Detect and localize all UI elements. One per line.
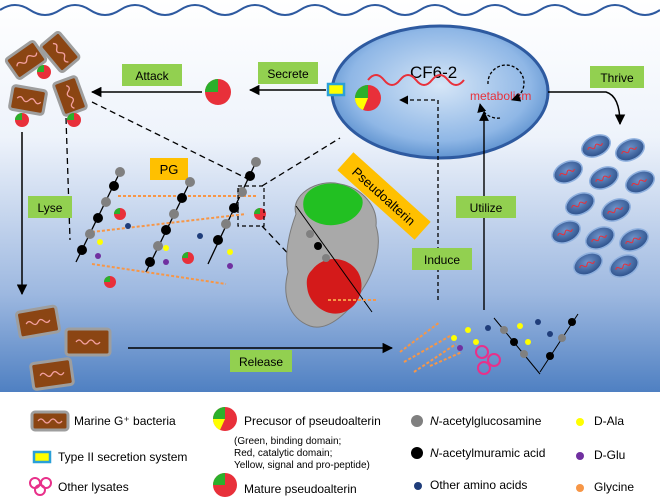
svg-text:Lyse: Lyse — [38, 201, 63, 215]
legend-d-glu-icon — [576, 452, 584, 460]
attack-label-box: Attack — [122, 64, 182, 86]
svg-text:Utilize: Utilize — [470, 201, 503, 215]
secretion-system-icon — [326, 82, 346, 97]
svg-text:Thrive: Thrive — [600, 71, 634, 85]
secrete-label-box: Secrete — [258, 62, 318, 84]
legend-precursor-note-1: (Green, binding domain; — [234, 436, 342, 447]
metabolism-cycle-arrow-2 — [477, 103, 501, 119]
thrive-arrow — [548, 91, 626, 126]
legend-nam-rest: -acetylmuramic acid — [438, 446, 546, 460]
zoom-line-3 — [261, 137, 341, 187]
cf6-2-cell: CF6-2 metabolism — [326, 24, 550, 160]
svg-text:PG: PG — [160, 162, 179, 177]
legend: Marine G⁺ bacteria Type II secretion sys… — [0, 392, 660, 501]
metabolism-cycle-arrow — [487, 64, 525, 102]
legend-lysates-icon — [29, 477, 52, 496]
cell-dna — [367, 74, 465, 86]
peptidoglycan-lattice — [75, 157, 266, 288]
thriving-cell-population — [551, 134, 655, 278]
release-label-box: Release — [230, 350, 292, 372]
legend-secretion-system: Type II secretion system — [58, 450, 188, 464]
legend-glycine-icon — [576, 484, 584, 492]
induce-label-box: Induce — [412, 248, 472, 270]
legend-precursor-icon — [212, 407, 237, 431]
legend-other-amino-acids: Other amino acids — [430, 478, 528, 492]
legend-mature-icon — [213, 473, 237, 497]
legend-nag-icon — [411, 415, 423, 427]
legend-marine-bacteria: Marine G⁺ bacteria — [74, 414, 176, 428]
legend-nag-prefix: N — [430, 414, 439, 428]
legend-precursor: Precusor of pseudoalterin — [244, 414, 381, 428]
legend-n-acetylglucosamine: N-acetylglucosamine — [430, 414, 541, 428]
svg-text:Release: Release — [239, 355, 283, 369]
thrive-label-box: Thrive — [590, 66, 644, 88]
legend-d-ala-icon — [576, 418, 584, 426]
legend-other-lysates: Other lysates — [58, 480, 129, 494]
legend-bacteria-icon — [30, 410, 70, 432]
pseudoalterin-structure — [285, 182, 379, 328]
svg-text:Induce: Induce — [424, 253, 460, 267]
legend-glycine: Glycine — [594, 480, 635, 494]
lysed-bacteria — [15, 304, 112, 391]
diagram-canvas: CF6-2 metabolism Secrete Attack — [0, 0, 660, 392]
pg-label-box: PG — [150, 158, 188, 180]
legend-nag-rest: -acetylglucosamine — [438, 414, 542, 428]
precursor-pie-icon — [355, 85, 381, 111]
legend-mature: Mature pseudoalterin — [244, 482, 357, 496]
bacteria-cluster-top — [4, 30, 88, 127]
zoom-line-1 — [65, 117, 71, 241]
legend-precursor-note-3: Yellow, signal and pro-peptide) — [234, 460, 370, 471]
legend-d-ala: D-Ala — [594, 414, 625, 428]
legend-n-acetylmuramic: N-acetylmuramic acid — [430, 446, 545, 460]
legend-nam-icon — [411, 447, 423, 459]
legend-secretion-icon — [32, 450, 52, 464]
svg-text:Secrete: Secrete — [267, 67, 309, 81]
mature-pseudoalterin-icon — [205, 79, 231, 105]
sea-surface-wave — [0, 4, 660, 16]
released-products — [399, 313, 579, 375]
legend-d-glu: D-Glu — [594, 448, 626, 462]
svg-text:Attack: Attack — [135, 69, 169, 83]
lyse-label-box: Lyse — [28, 196, 72, 218]
legend-precursor-note-2: Red, catalytic domain; — [234, 448, 333, 459]
utilize-label-box: Utilize — [456, 196, 516, 218]
legend-nam-prefix: N — [430, 446, 439, 460]
dotted-arrow-into-cell — [399, 95, 439, 300]
legend-other-aa-icon — [414, 482, 422, 490]
